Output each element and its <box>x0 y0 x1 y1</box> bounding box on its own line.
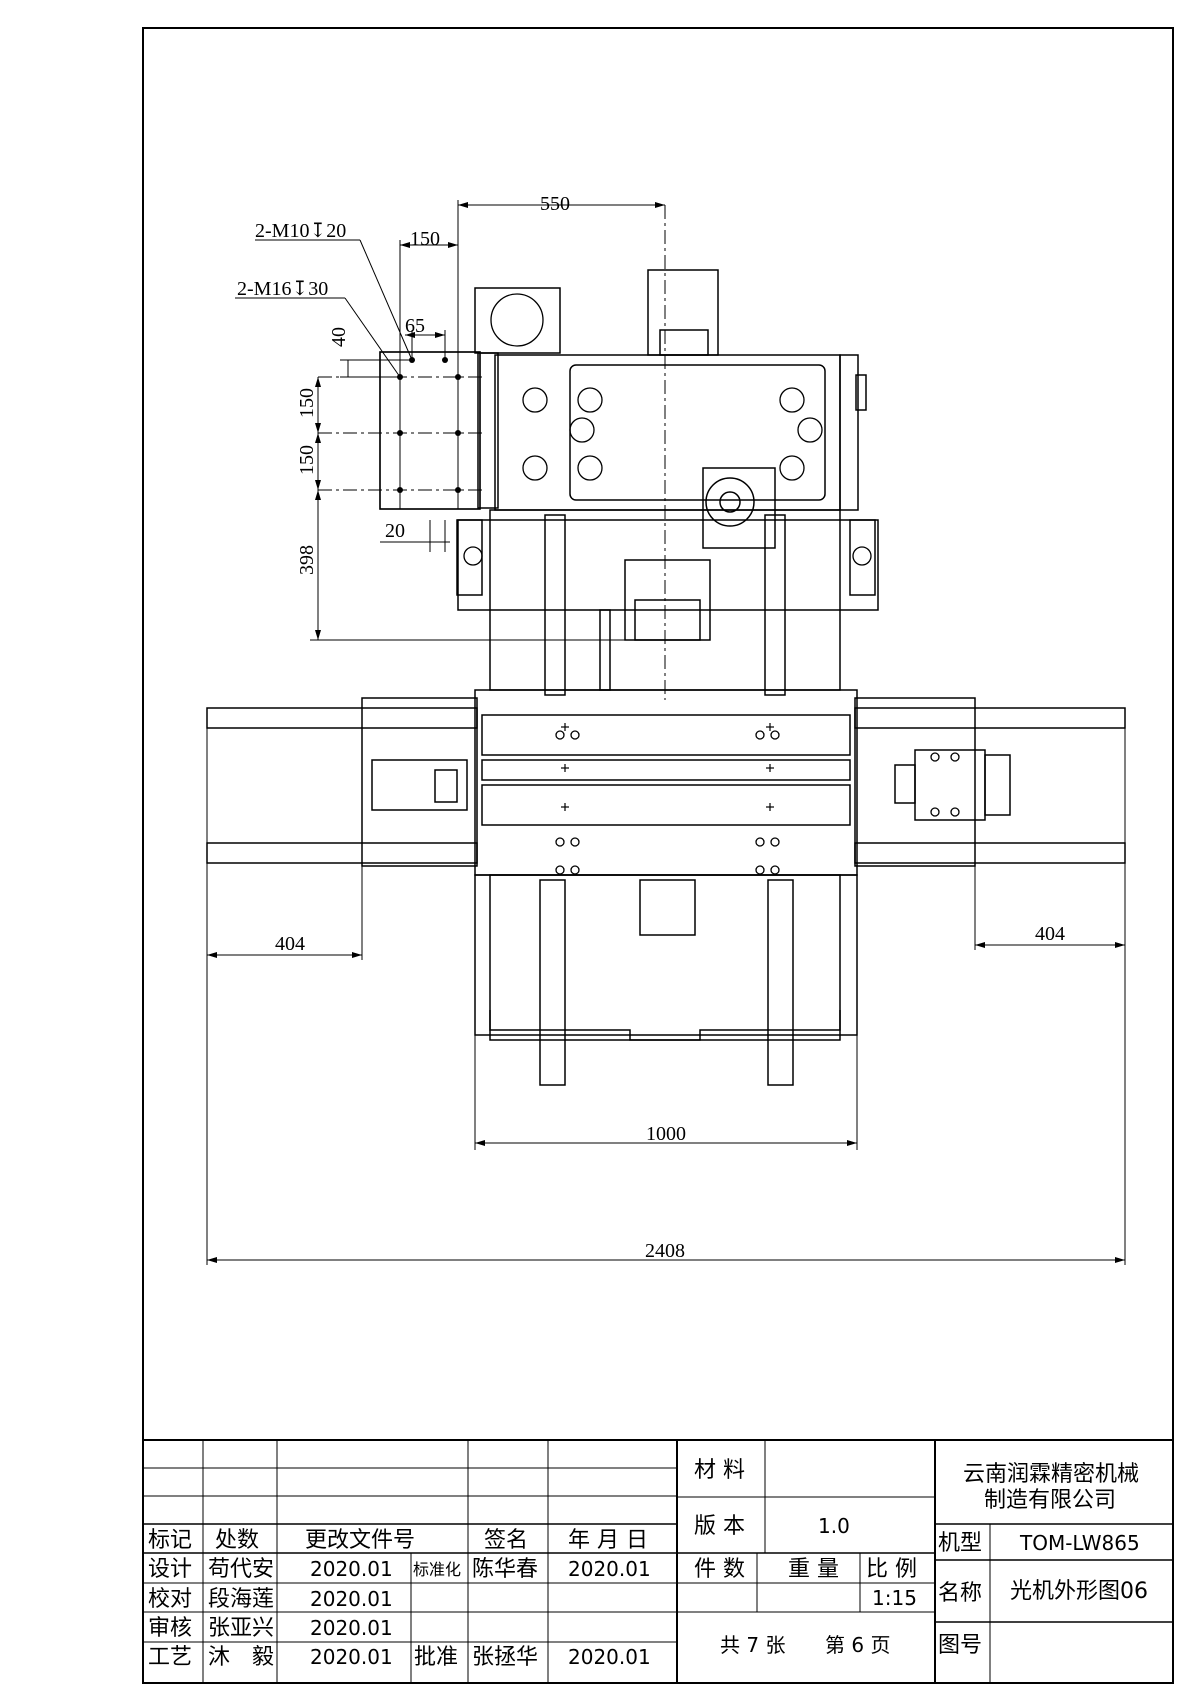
centerlines <box>318 205 666 700</box>
title-block-texts: 云南润霖精密机械 制造有限公司 材 料 版 本 1.0 机型 TOM-LW865… <box>148 1458 1148 1670</box>
dim-20: 20 <box>385 520 405 542</box>
name-value: 光机外形图06 <box>1010 1579 1148 1604</box>
sign-name: 沐 毅 <box>208 1645 274 1670</box>
dim-40: 40 <box>328 327 350 347</box>
sign-date: 2020.01 <box>310 1587 393 1611</box>
sign-role: 校对 <box>148 1587 192 1612</box>
sign-date: 2020.01 <box>310 1616 393 1640</box>
sign-role2: 批准 <box>414 1645 458 1670</box>
company-line1: 云南润霖精密机械 <box>963 1462 1139 1487</box>
title-block <box>143 1439 1173 1683</box>
scale-label: 比 例 <box>866 1557 917 1582</box>
sign-date2: 2020.01 <box>568 1557 651 1581</box>
sign-date2: 2020.01 <box>568 1645 651 1669</box>
rev-header-docno: 更改文件号 <box>305 1528 415 1553</box>
callout-m10: 2-M10↧20 <box>255 220 346 242</box>
sign-role: 设计 <box>148 1557 192 1582</box>
sheets-total: 共 7 张 <box>720 1633 785 1657</box>
dim-150-top: 150 <box>410 228 440 250</box>
bolt-holes <box>463 293 960 875</box>
dim-150-b: 150 <box>296 445 318 475</box>
version-value: 1.0 <box>818 1514 850 1538</box>
sign-date: 2020.01 <box>310 1645 393 1669</box>
dim-2408: 2408 <box>645 1240 685 1262</box>
sign-name: 张亚兴 <box>208 1616 274 1641</box>
dimension-lines <box>206 200 1126 1265</box>
sheet-border <box>142 27 1174 1684</box>
name-label: 名称 <box>938 1581 982 1606</box>
sign-date: 2020.01 <box>310 1557 393 1581</box>
model-value: TOM-LW865 <box>1019 1531 1140 1555</box>
sheet-current: 第 6 页 <box>825 1633 890 1657</box>
dimension-texts: 550 150 65 40 150 150 20 398 404 404 100… <box>237 193 1065 1262</box>
machine-outline <box>206 269 1126 1086</box>
mount-pattern <box>379 351 481 510</box>
dim-404-left: 404 <box>275 933 305 955</box>
table-marks <box>561 723 774 811</box>
sign-name2: 张拯华 <box>472 1645 538 1670</box>
scale-value: 1:15 <box>872 1586 917 1610</box>
rev-header-sign: 签名 <box>484 1528 528 1553</box>
weight-label: 重 量 <box>788 1557 839 1582</box>
sign-role: 审核 <box>148 1616 192 1641</box>
drawing-no-label: 图号 <box>938 1633 982 1658</box>
sign-role: 工艺 <box>148 1645 192 1670</box>
dim-404-right: 404 <box>1035 923 1065 945</box>
dim-550: 550 <box>540 193 570 215</box>
callout-m16: 2-M16↧30 <box>237 278 328 300</box>
qty-label: 件 数 <box>694 1557 745 1582</box>
dim-65: 65 <box>405 315 425 337</box>
sign-role2: 标准化 <box>413 1560 461 1579</box>
dim-150-a: 150 <box>296 388 318 418</box>
rev-header-mark: 标记 <box>148 1528 192 1553</box>
material-label: 材 料 <box>694 1458 745 1483</box>
rev-header-count: 处数 <box>215 1528 259 1553</box>
dim-1000: 1000 <box>646 1123 686 1145</box>
dim-398: 398 <box>296 545 318 575</box>
version-label: 版 本 <box>694 1514 745 1539</box>
sign-name: 段海莲 <box>208 1587 274 1612</box>
sign-name2: 陈华春 <box>472 1557 538 1582</box>
sign-name: 苟代安 <box>208 1557 274 1582</box>
company-line2: 制造有限公司 <box>984 1488 1116 1513</box>
model-label: 机型 <box>938 1531 982 1556</box>
rev-header-date: 年 月 日 <box>568 1528 648 1553</box>
